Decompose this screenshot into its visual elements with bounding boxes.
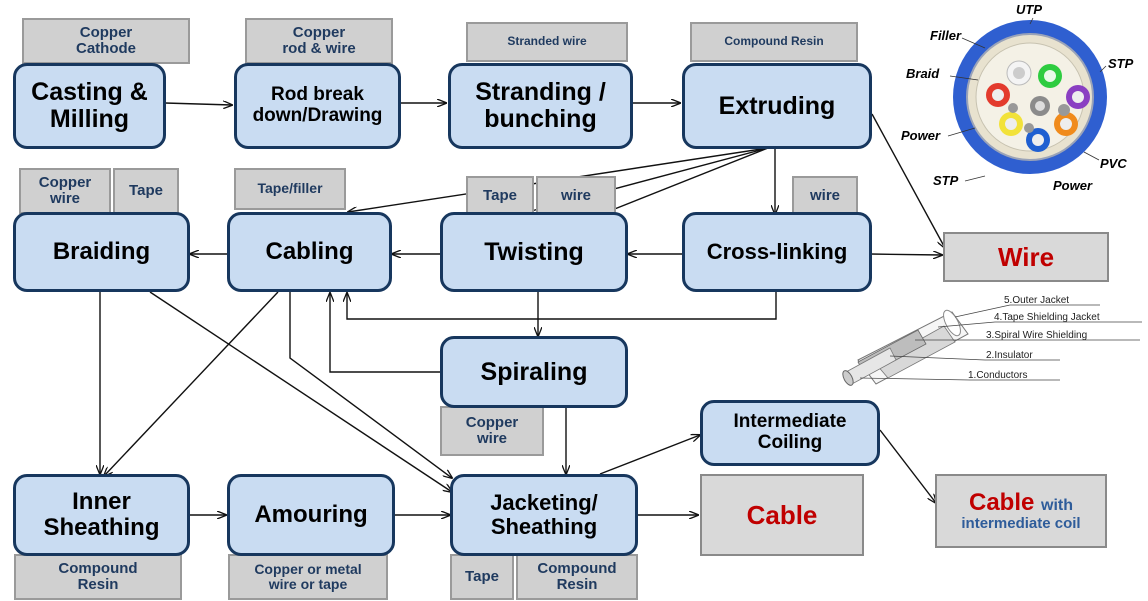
input-tape-braiding: Tape <box>113 168 179 214</box>
process-cross-linking: Cross-linking <box>682 212 872 292</box>
layer-label-4: 4.Tape Shielding Jacket <box>994 312 1100 323</box>
process-jacketing-sheathing: Jacketing/ Sheathing <box>450 474 638 556</box>
arrow-cabling-inner <box>104 291 279 476</box>
input-copper-rod-wire: Copper rod & wire <box>245 18 393 64</box>
process-intermediate-coiling: Intermediate Coiling <box>700 400 880 466</box>
label-utp: UTP <box>1016 2 1042 17</box>
label-power-bottom: Power <box>1053 178 1093 193</box>
output-cable-intermediate-coil: Cable with intermediate coil <box>935 474 1107 548</box>
arrow-casting-rod <box>164 103 232 105</box>
output-cable: Cable <box>700 474 864 556</box>
arrow-extruding-wire <box>871 113 945 248</box>
process-rod-breakdown-drawing: Rod break down/Drawing <box>234 63 401 149</box>
layer-label-3: 3.Spiral Wire Shielding <box>986 330 1087 341</box>
arrow-spiraling-cabling <box>330 293 442 373</box>
process-spiraling: Spiraling <box>440 336 628 408</box>
label-filler: Filler <box>930 28 962 43</box>
arrow-extruding-twisting-2 <box>602 147 769 214</box>
process-extruding: Extruding <box>682 63 872 149</box>
output-wire: Wire <box>943 232 1109 282</box>
input-tape-jacketing: Tape <box>450 554 514 600</box>
input-copper-metal-wire-tape: Copper or metal wire or tape <box>228 554 388 600</box>
arrow-jacketing-intermediate <box>599 435 700 475</box>
output-with-word: with <box>1041 496 1074 514</box>
label-stp-right: STP <box>1108 56 1134 71</box>
process-stranding-bunching: Stranding / bunching <box>448 63 633 149</box>
input-wire-crosslinking: wire <box>792 176 858 216</box>
arrow-crosslinking-wire <box>869 254 942 255</box>
cable-cross-section-illustration <box>953 20 1107 174</box>
process-inner-sheathing: Inner Sheathing <box>13 474 190 556</box>
arrow-intermediate-cable-coil <box>879 429 936 503</box>
input-compound-resin: Compound Resin <box>690 22 858 62</box>
output-intermediate-coil-text: intermediate coil <box>961 514 1081 532</box>
process-twisting: Twisting <box>440 212 628 292</box>
input-copper-wire-spiraling: Copper wire <box>440 406 544 456</box>
input-tape-twisting: Tape <box>466 176 534 216</box>
input-stranded-wire: Stranded wire <box>466 22 628 62</box>
process-braiding: Braiding <box>13 212 190 292</box>
label-power-left: Power <box>901 128 941 143</box>
input-tape-filler: Tape/filler <box>234 168 346 210</box>
label-pvc: PVC <box>1100 156 1127 171</box>
layer-label-5: 5.Outer Jacket <box>1004 295 1069 306</box>
layer-label-2: 2.Insulator <box>986 350 1033 361</box>
process-cabling: Cabling <box>227 212 392 292</box>
arrow-crosslinking-cabling-loop <box>347 292 777 320</box>
label-braid: Braid <box>906 66 940 81</box>
process-amouring: Amouring <box>227 474 395 556</box>
arrow-cabling-jacketing <box>289 292 452 478</box>
input-wire-twisting: wire <box>536 176 616 216</box>
output-cable-word: Cable <box>968 488 1035 516</box>
input-compound-resin-jacketing: Compound Resin <box>516 554 638 600</box>
cable-layers-illustration <box>842 309 969 386</box>
process-casting-milling: Casting & Milling <box>13 63 166 149</box>
input-compound-resin-inner: Compound Resin <box>14 554 182 600</box>
arrow-braiding-jacketing <box>149 291 452 492</box>
input-copper-wire-braiding: Copper wire <box>19 168 111 214</box>
input-copper-cathode: Copper Cathode <box>22 18 190 64</box>
label-stp-bottom: STP <box>933 173 959 188</box>
layer-label-1: 1.Conductors <box>968 370 1027 381</box>
